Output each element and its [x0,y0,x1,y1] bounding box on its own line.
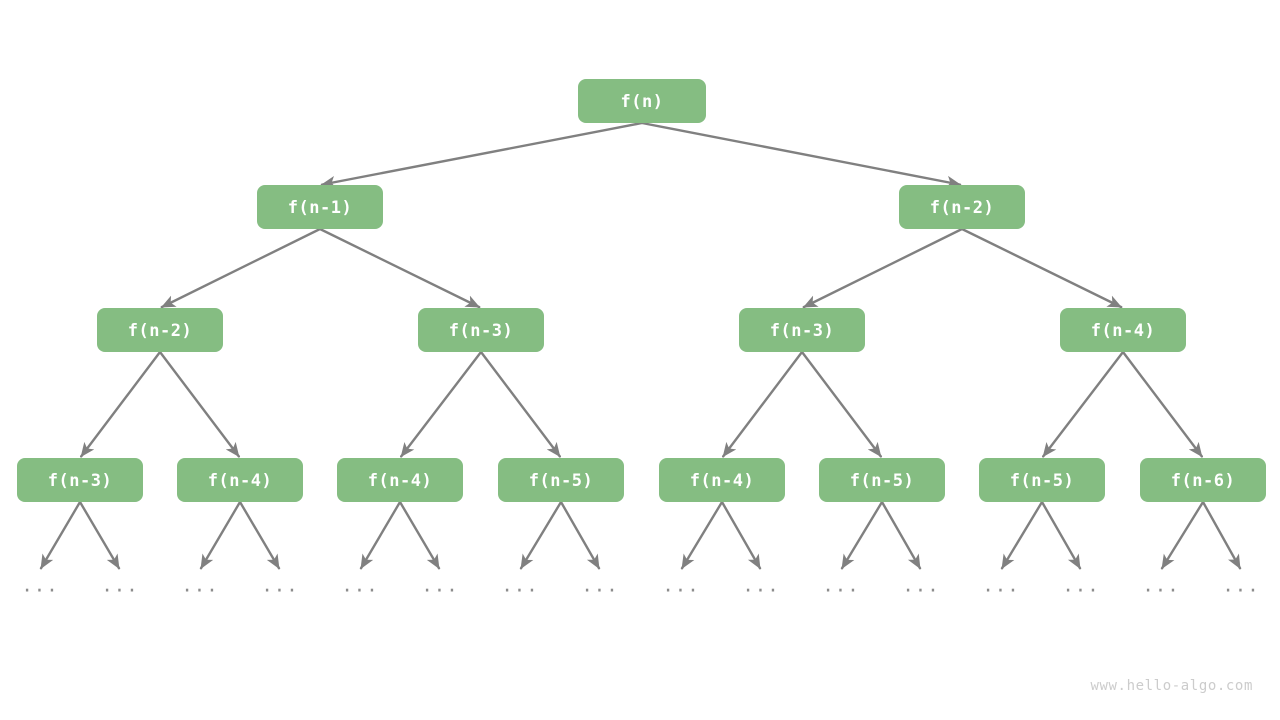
tree-edge [1160,500,1205,570]
tree-edge [238,500,281,570]
node-box[interactable] [979,458,1105,502]
tree-edge [359,500,402,570]
node-label: f(n-4) [1091,321,1155,341]
ellipsis-item: ... [421,575,458,597]
node-box[interactable] [337,458,463,502]
tree-node[interactable]: f(n-5) [979,458,1105,502]
node-box[interactable] [819,458,945,502]
node-label: f(n-2) [930,198,994,218]
tree-edge [1040,500,1082,570]
tree-edge [39,500,82,570]
tree-edge [680,500,724,570]
node-label: f(n-5) [850,471,914,491]
tree-node[interactable]: f(n) [578,79,706,123]
tree-edge [640,121,962,189]
node-box[interactable] [659,458,785,502]
tree-edge [398,500,441,570]
node-box[interactable] [97,308,223,352]
node-label: f(n-5) [529,471,593,491]
nodes-layer: f(n) f(n-1) f(n-2) f(n-2) f(n-3) f(n-3) f(n-4)… [17,79,1266,502]
tree-node[interactable]: f(n-2) [899,185,1025,229]
tree-node[interactable]: f(n-3) [739,308,865,352]
ellipsis-item: ... [501,575,538,597]
tree-edge [519,500,563,570]
tree-node[interactable]: f(n-3) [17,458,143,502]
tree-node[interactable]: f(n-1) [257,185,383,229]
ellipsis-item: ... [21,575,58,597]
tree-edge [318,227,481,309]
tree-edge [320,121,644,189]
tree-edge [158,350,240,458]
ellipsis-item: ... [181,575,218,597]
tree-edge [800,350,882,458]
node-label: f(n-4) [690,471,754,491]
tree-edge [880,500,922,570]
tree-node[interactable]: f(n-4) [1060,308,1186,352]
node-label: f(n-2) [128,321,192,341]
node-label: f(n-3) [449,321,513,341]
tree-edge [1201,500,1242,570]
tree-edge [559,500,601,570]
node-label: f(n-6) [1171,471,1235,491]
node-label: f(n-4) [208,471,272,491]
node-box[interactable] [177,458,303,502]
ellipsis-item: ... [341,575,378,597]
tree-node[interactable]: f(n-5) [498,458,624,502]
node-box[interactable] [899,185,1025,229]
tree-edge [1121,350,1203,458]
ellipsis-item: ... [1222,575,1259,597]
tree-node[interactable]: f(n-2) [97,308,223,352]
tree-edge [160,227,322,309]
tree-node[interactable]: f(n-4) [337,458,463,502]
tree-edge [840,500,884,570]
tree-edge [80,350,162,458]
node-box[interactable] [739,308,865,352]
ellipsis-item: ... [101,575,138,597]
tree-node[interactable]: f(n-4) [659,458,785,502]
ellipsis-item: ... [1062,575,1099,597]
tree-edge [199,500,242,570]
tree-node[interactable]: f(n-3) [418,308,544,352]
tree-edge [479,350,561,458]
node-box[interactable] [418,308,544,352]
tree-edge [802,227,964,309]
node-box[interactable] [17,458,143,502]
node-box[interactable] [257,185,383,229]
node-box[interactable] [1140,458,1266,502]
ellipsis-item: ... [662,575,699,597]
ellipsis-item: ... [822,575,859,597]
node-box[interactable] [498,458,624,502]
ellipsis-item: ... [581,575,618,597]
node-label: f(n-1) [288,198,352,218]
tree-edge [1042,350,1125,458]
ellipsis-item: ... [1142,575,1179,597]
tree-node[interactable]: f(n-4) [177,458,303,502]
tree-edge [722,350,804,458]
watermark-text: www.hello-algo.com [1090,678,1253,694]
tree-node[interactable]: f(n-5) [819,458,945,502]
tree-node[interactable]: f(n-6) [1140,458,1266,502]
tree-edge [1000,500,1044,570]
node-box[interactable] [578,79,706,123]
edges-layer [39,121,1242,570]
tree-edge [960,227,1123,309]
node-label: f(n-3) [48,471,112,491]
node-label: f(n-5) [1010,471,1074,491]
node-box[interactable] [1060,308,1186,352]
ellipsis-row: ........................................… [21,575,1259,597]
node-label: f(n-3) [770,321,834,341]
ellipsis-item: ... [742,575,779,597]
tree-edge [400,350,483,458]
ellipsis-item: ... [261,575,298,597]
node-label: f(n-4) [368,471,432,491]
tree-edge [720,500,762,570]
tree-edge [78,500,121,570]
ellipsis-item: ... [902,575,939,597]
node-label: f(n) [621,92,664,112]
ellipsis-item: ... [982,575,1019,597]
